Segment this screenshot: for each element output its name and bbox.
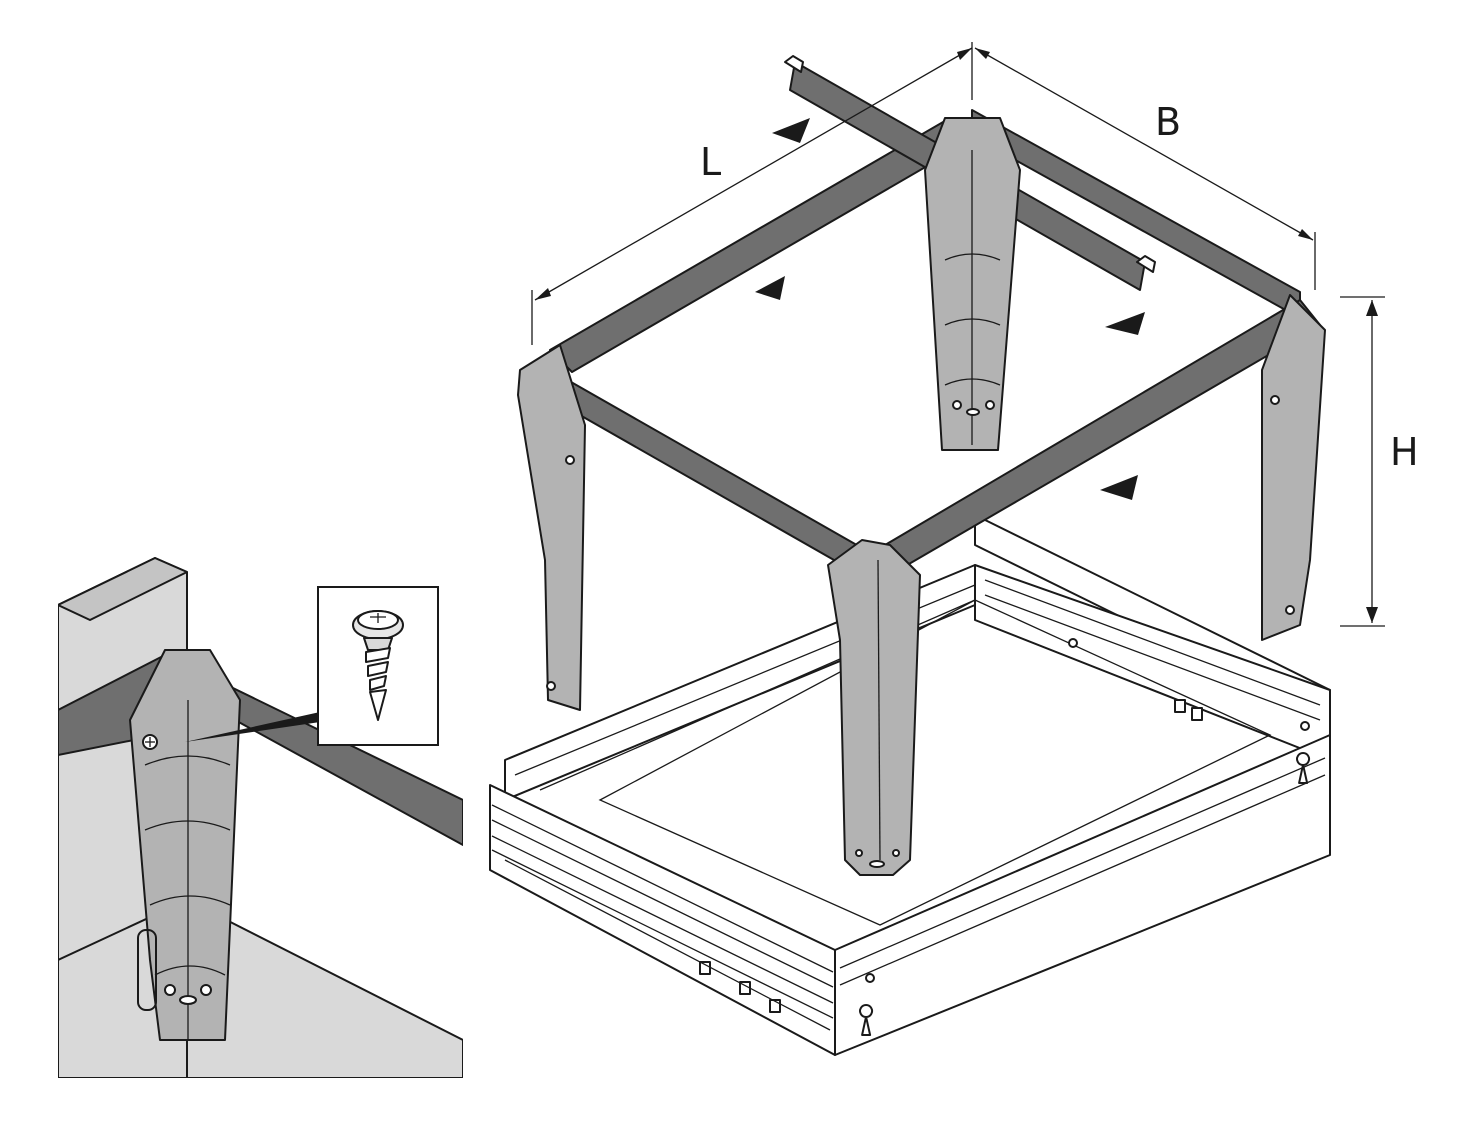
leg-right [1261, 294, 1326, 641]
drawer-side-face [834, 734, 1331, 1056]
dimension-label-width: B [1155, 100, 1181, 144]
dimension-label-length: L [700, 140, 721, 184]
keyhole-slot [859, 1004, 874, 1036]
keyhole-slot [1296, 752, 1311, 784]
leg-left [517, 344, 586, 711]
railing-frame [517, 55, 1326, 876]
detail-inset [58, 550, 463, 1078]
arrow-head-icon [755, 276, 785, 300]
runner-detail [504, 699, 1203, 1031]
dimension-label-height: H [1390, 430, 1419, 474]
inset-bracket [129, 649, 241, 1041]
dimension-lines: L B H [531, 42, 1419, 627]
arrow-head-icon [1105, 312, 1145, 335]
leg-front [827, 539, 921, 876]
arrow-head-icon [772, 118, 810, 143]
leader-line [185, 712, 320, 742]
screw-icon [352, 610, 404, 721]
arrow-head-icon [1100, 475, 1138, 500]
rail-front-left [549, 369, 863, 577]
